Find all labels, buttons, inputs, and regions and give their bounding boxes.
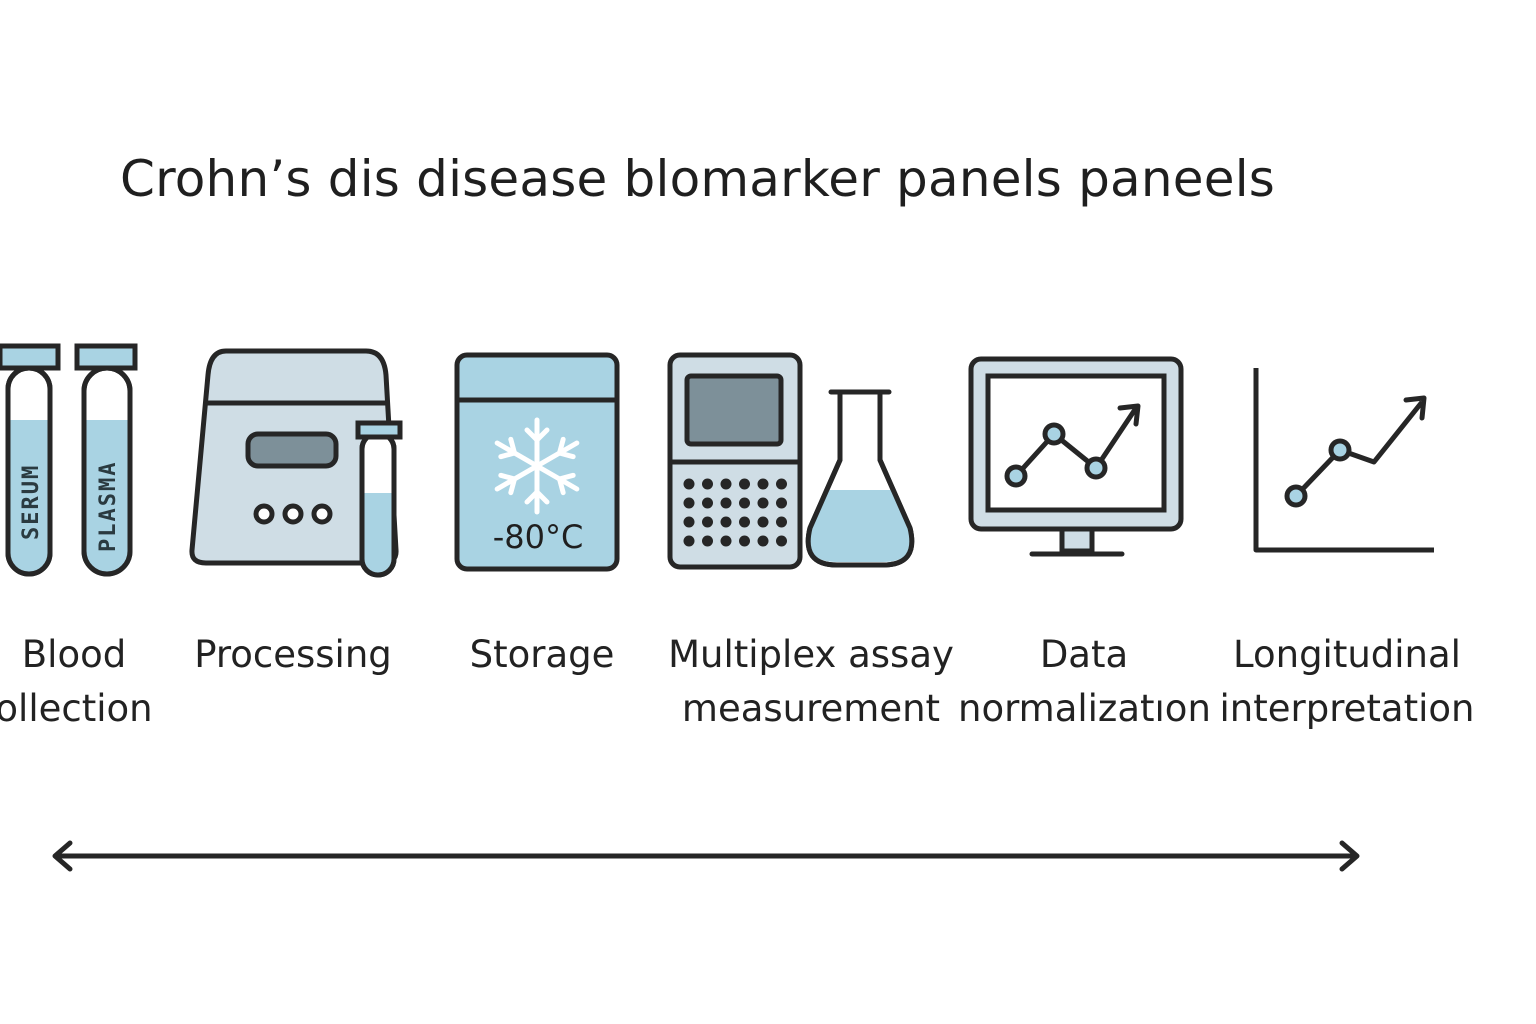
snowflake-icon — [494, 417, 580, 515]
keypad-dot — [702, 497, 713, 509]
assay-instrument-icon — [667, 352, 915, 570]
keypad-dot — [776, 516, 787, 528]
page-title: Crohn’s dis disease blomarker panels pan… — [120, 150, 1276, 208]
keypad-dot — [776, 478, 787, 490]
step-label-data-normalization: Data normalizatıon — [958, 633, 1211, 730]
keypad-dot — [683, 535, 695, 547]
keypad-dot — [720, 535, 732, 547]
step-label-longitudinal: Longitudinal interpretation — [1219, 633, 1475, 730]
keypad-dot — [702, 535, 713, 547]
keypad-dot — [757, 535, 769, 547]
keypad-dot — [683, 478, 695, 490]
centrifuge-icon — [189, 348, 403, 578]
serum-label: SERUM — [19, 464, 44, 540]
keypad-dot — [757, 497, 769, 509]
step-label-blood-collection: Blood ollection — [0, 633, 153, 730]
keypad-dot — [739, 497, 750, 509]
keypad-dot — [776, 497, 787, 509]
keypad-dot — [757, 478, 769, 490]
keypad-dot — [757, 516, 769, 528]
keypad-dot — [739, 516, 750, 528]
blood-tubes-icon: SERUM PLASMA — [0, 343, 138, 577]
keypad-dot — [720, 478, 732, 490]
line-chart-icon — [1253, 368, 1434, 553]
freezer-icon: -80°C — [454, 352, 620, 572]
temperature-label: -80°C — [493, 518, 584, 556]
keypad-dot — [720, 497, 732, 509]
keypad-dot — [683, 497, 695, 509]
keypad-dot — [739, 478, 750, 490]
keypad-dot — [776, 535, 787, 547]
step-label-multiplex-assay: Multiplex assay measurement — [668, 633, 954, 730]
step-label-processing: Processing — [194, 633, 392, 676]
keypad-dot — [702, 478, 713, 490]
keypad-dot — [720, 516, 732, 528]
keypad-dot — [702, 516, 713, 528]
plasma-label: PLASMA — [96, 461, 121, 552]
keypad-dot — [683, 516, 695, 528]
monitor-chart-icon — [968, 356, 1184, 557]
step-label-storage: Storage — [469, 633, 615, 676]
keypad-dot — [739, 535, 750, 547]
